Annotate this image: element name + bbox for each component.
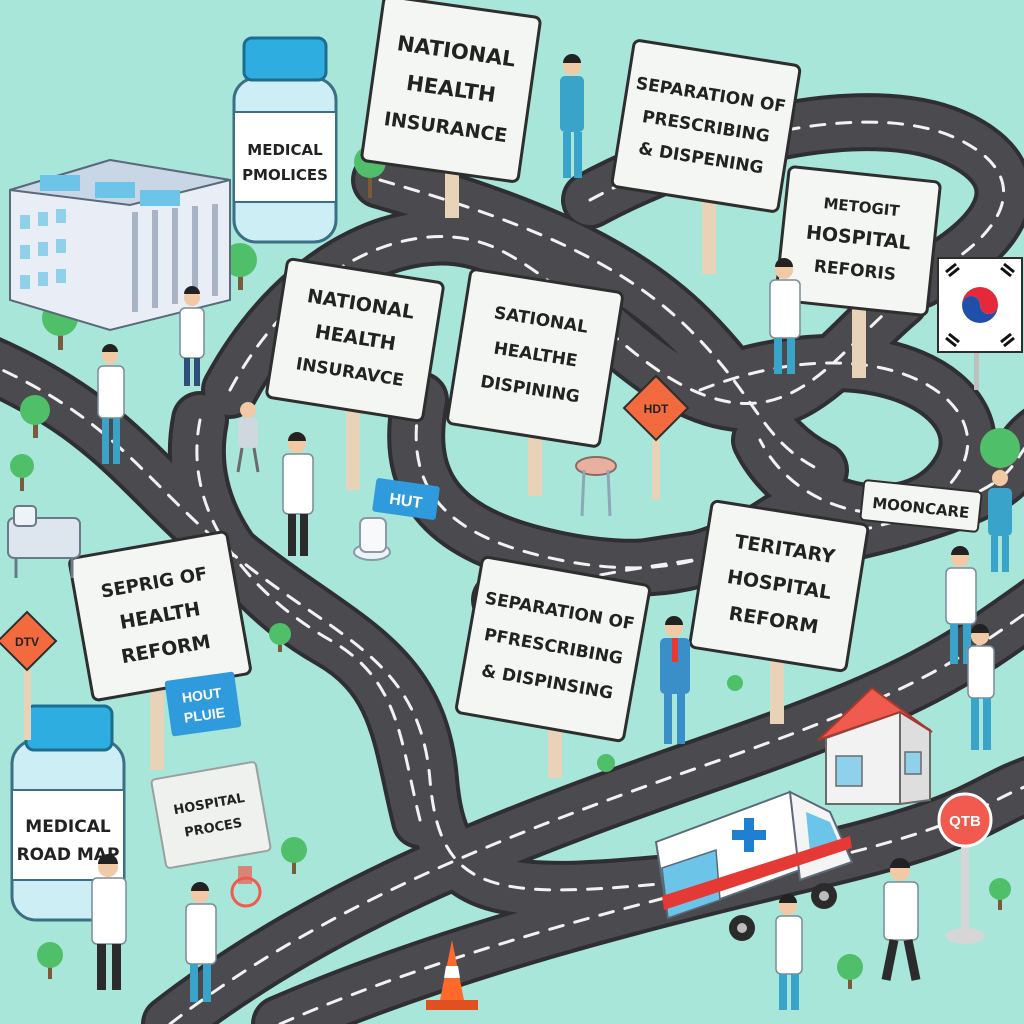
person-nurse: [775, 894, 803, 1010]
sign-separation-prescribing-bottom: SEPARATION OF PFRESCRIBING & DISPINSING: [455, 555, 651, 778]
sign-hospital-faded: HOSPITAL PROCES: [150, 761, 272, 869]
toilet-object: [353, 517, 391, 561]
tree-icon: [727, 675, 743, 691]
medicine-bottle-bottom: MEDICAL ROAD MAP: [10, 704, 126, 922]
bottle-bottom-line-2: ROAD MAP: [17, 845, 120, 865]
person-doctor: [282, 432, 314, 556]
orange-diamond-label: HDT: [644, 402, 669, 416]
tree-icon: [281, 837, 307, 874]
tree-icon: [837, 954, 863, 989]
blue-tag-center: HUT: [372, 478, 440, 520]
hospital-bed: [7, 505, 81, 578]
blue-tag-left: HOUT PLUIE: [164, 671, 242, 737]
sign-national-health-dispensing-center: SATIONAL HEALTHE DISPINING: [446, 268, 624, 496]
tree-icon: [269, 623, 291, 652]
tree-icon: [37, 942, 63, 979]
medicine-bottle-top: MEDICAL PMOLICES: [232, 36, 338, 244]
stop-sign: QTB: [937, 792, 993, 944]
person-doctor: [945, 546, 977, 664]
person-walking: [881, 858, 921, 981]
tree-icon: [10, 454, 34, 491]
ambulance-icon: [654, 790, 854, 941]
sign-tertiary-hospital-reform: TERITARY HOSPITAL REFORM: [688, 499, 870, 724]
bottle-top-line-1: MEDICAL: [247, 141, 323, 159]
traffic-cone-icon: [426, 940, 478, 1010]
sign-health-reform-left: SEPRIG OF HEALTH REFORM: [68, 530, 252, 770]
person-nurse: [988, 470, 1012, 572]
person-doctor: [769, 258, 801, 374]
sign-separation-prescribing-top: SEPARATION OF PRESCRIBING & DISPENING: [610, 39, 802, 274]
blue-tag-left-line-2: PLUIE: [183, 704, 226, 726]
house-icon: [817, 686, 933, 806]
person-doctor: [179, 286, 205, 386]
person-nurse: [967, 624, 995, 750]
person-nurse: [560, 54, 584, 178]
left-warning-label: DTV: [15, 635, 39, 649]
tree-icon: [980, 428, 1020, 480]
tree-icon: [20, 395, 50, 438]
person-doctor: [91, 854, 127, 990]
tree-icon: [597, 754, 615, 772]
blue-tag-left-line-1: HOUT: [181, 684, 223, 705]
sign-national-health-insurance-top: NATIONAL HEALTH INSURANCE: [360, 0, 542, 218]
stop-sign-label: QTB: [949, 813, 981, 830]
tree-icon: [223, 243, 257, 290]
korea-flag-icon: [937, 257, 1023, 390]
person-doctor: [185, 882, 217, 1002]
tree-icon: [989, 878, 1011, 910]
people: [91, 54, 1012, 1010]
sign-hospital-reforms-right: METOGIT HOSPITAL REFORIS: [774, 165, 942, 378]
orange-diamond-sign: HDT: [622, 374, 690, 500]
left-warning-sign: DTV: [0, 610, 58, 740]
sign-national-health-insurance-center: NATIONAL HEALTH INSURAVCE: [265, 257, 445, 490]
blue-tag-center-label: HUT: [388, 491, 423, 512]
person-patient-chair: [236, 402, 260, 473]
hospital-building-icon: [9, 158, 231, 332]
bottle-bottom-line-1: MEDICAL: [25, 817, 111, 837]
stool-object: [575, 456, 617, 517]
bottle-top-line-2: PMOLICES: [242, 166, 328, 184]
sign-mooncare: MOONCARE: [859, 479, 983, 533]
person-doctor: [97, 344, 125, 464]
wheelchair-icon: [230, 866, 262, 908]
person-businessman: [660, 616, 690, 744]
